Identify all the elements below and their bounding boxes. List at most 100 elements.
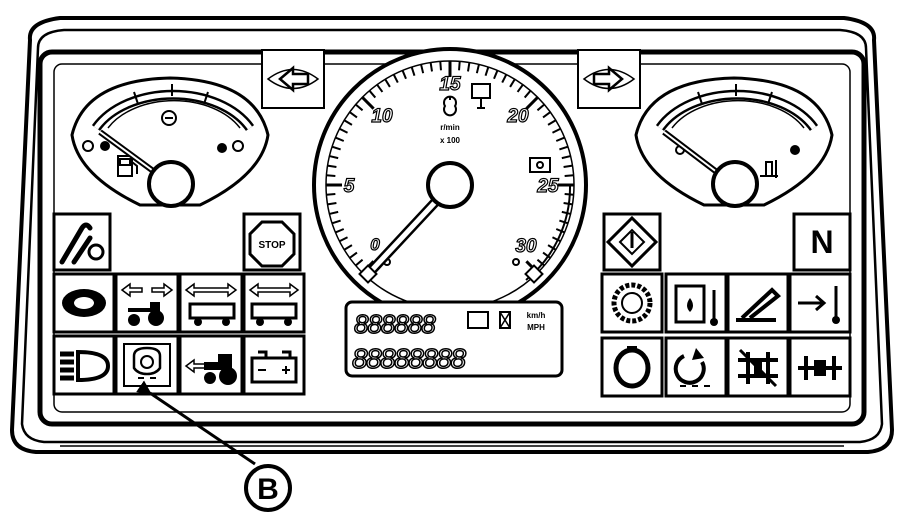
warning-indicator [602, 212, 662, 272]
battery-indicator [242, 334, 306, 396]
lcd-fuel-icon [467, 311, 489, 329]
stop-indicator: STOP [242, 212, 302, 272]
right-arrow-temperature-icon [798, 294, 827, 312]
tach-tick [392, 74, 399, 83]
tach-tick [536, 258, 545, 267]
double-arrow-icon [248, 282, 300, 298]
right-indicator-cluster: N [600, 212, 852, 398]
tractor-reverse-indicator [178, 334, 244, 396]
tach-tick [555, 228, 565, 234]
tach-tick [429, 62, 433, 72]
neutral-indicator: N [792, 212, 852, 272]
double-arrow-icon [184, 282, 238, 298]
tach-tick [420, 64, 425, 74]
tach-tick [355, 103, 364, 112]
tach-tick [439, 61, 442, 71]
tach-label-15: 15 [439, 74, 461, 95]
tach-tick [339, 127, 348, 134]
right-arrow-icon [592, 65, 624, 93]
tach-tick [326, 174, 336, 177]
tach-tick [331, 145, 341, 151]
tach-tick [343, 244, 353, 251]
tach-tick [401, 70, 407, 80]
tach-tick [561, 155, 571, 160]
tach-tick [542, 251, 551, 259]
transmission-oil-pressure-indicator [114, 334, 180, 396]
tach-tick [564, 174, 574, 177]
tach-tick [368, 90, 377, 99]
brake-pedal-icon [736, 287, 782, 322]
lcd-display: 888888 km/h MPH 88888888 [344, 300, 564, 378]
callout-circle [244, 464, 292, 512]
lcd-unit-bottom: MPH [527, 323, 545, 332]
panel-housing [9, 16, 895, 454]
trailer-2-indicator [242, 272, 306, 334]
lcd-unit-top: km/h [527, 311, 546, 320]
tach-tick [516, 84, 524, 93]
hitch-indicator [52, 212, 112, 272]
trailer-1-indicator [178, 272, 244, 334]
tach-tick [349, 251, 358, 259]
tach-tick [555, 136, 565, 142]
stop-label: STOP [258, 240, 285, 251]
tach-tick [563, 164, 573, 168]
tach-label-5: 5 [344, 176, 355, 197]
tach-tick [509, 78, 516, 88]
engine-speed-icon [443, 95, 457, 117]
fuel-pump-icon [117, 155, 138, 177]
callout-b: B [136, 380, 292, 512]
hydraulic-oil-temperature-indicator [664, 272, 728, 334]
tach-tick [326, 193, 336, 196]
tach-tick [484, 66, 490, 76]
tach-label-20: 20 [506, 106, 529, 127]
left-right-arrows-icon [120, 282, 174, 298]
engine-oil-pressure-indicator [600, 336, 664, 398]
trailer-icon [188, 302, 236, 320]
coolant-temperature-gauge [634, 76, 834, 208]
callout-leader-arrow [136, 380, 256, 466]
lcd-lower-digits: 88888888 [352, 343, 467, 374]
tach-tick [493, 70, 499, 80]
tach-tick [458, 61, 461, 71]
tach-tick [410, 66, 416, 76]
battery-icon [250, 350, 298, 384]
left-arrow-icon [278, 65, 310, 93]
tach-tick [384, 78, 391, 88]
engine-speed-warning-indicator [664, 336, 728, 398]
tach-tick [525, 96, 539, 110]
callout-label: B [257, 473, 279, 506]
neutral-label: N [810, 224, 833, 260]
engine-oil-icon [613, 347, 651, 389]
tach-tick [331, 219, 341, 225]
temperature-warning-indicator [788, 272, 852, 334]
air-filter-indicator [600, 272, 664, 334]
tractor-direction-indicator [114, 272, 180, 334]
left-turn-indicator [261, 49, 325, 109]
high-beam-icon [76, 349, 111, 383]
tach-tick [349, 111, 358, 119]
fuel-gauge [70, 76, 270, 208]
thermometer-icon [760, 160, 778, 178]
tach-tick [335, 136, 345, 142]
tach-tick [335, 228, 345, 234]
headlight-indicator [52, 334, 116, 396]
axle-disconnect-icon [738, 352, 778, 384]
tach-label-25: 25 [536, 176, 559, 197]
tach-tick [547, 119, 557, 126]
rotation-icon [673, 354, 706, 385]
tach-tick [536, 103, 545, 112]
tach-tick [327, 202, 337, 206]
tach-tick [355, 258, 364, 267]
tach-tick [542, 111, 551, 119]
stop-sign-icon [248, 220, 296, 268]
tach-tick [467, 62, 471, 72]
hitch-icon [59, 222, 93, 265]
tach-tick [376, 84, 384, 93]
tach-tick [559, 219, 569, 225]
lcd-upper-digits: 888888 [354, 309, 436, 339]
tach-tick [501, 74, 508, 83]
tach-label-30: 30 [515, 236, 537, 257]
tach-tick [343, 119, 353, 126]
tach-tick [523, 90, 532, 99]
